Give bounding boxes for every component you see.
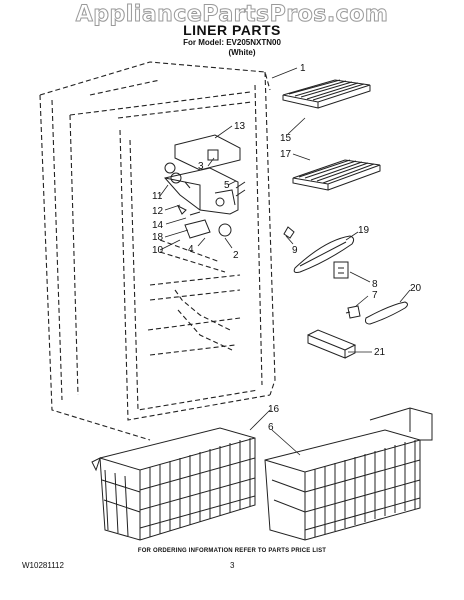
control-housing bbox=[164, 134, 295, 239]
light-cover-19 bbox=[293, 235, 355, 273]
trim-21 bbox=[307, 329, 357, 359]
basket-6 bbox=[264, 407, 433, 541]
callout-8: 8 bbox=[372, 279, 378, 290]
leader-lines bbox=[159, 67, 411, 456]
ordering-note: FOR ORDERING INFORMATION REFER TO PARTS … bbox=[137, 548, 327, 554]
callout-15: 15 bbox=[280, 133, 292, 144]
callout-21: 21 bbox=[374, 347, 386, 358]
callout-16: 16 bbox=[268, 404, 280, 415]
callout-1: 1 bbox=[300, 63, 306, 74]
callout-7: 7 bbox=[372, 290, 378, 301]
callout-11: 11 bbox=[152, 191, 163, 202]
callout-20: 20 bbox=[410, 283, 422, 294]
bulb-7 bbox=[345, 305, 361, 319]
model-number: For Model: EV205NXTN00 bbox=[183, 38, 281, 47]
callout-17: 17 bbox=[280, 149, 292, 160]
callout-4: 4 bbox=[188, 244, 194, 255]
callout-9: 9 bbox=[292, 245, 298, 256]
callout-10: 10 bbox=[152, 245, 164, 256]
callout-12: 12 bbox=[152, 206, 164, 217]
callout-19: 19 bbox=[358, 225, 370, 236]
light-socket-8 bbox=[333, 261, 349, 279]
callout-13: 13 bbox=[234, 121, 246, 132]
watermark-logo: AppliancePartsPros.com bbox=[75, 2, 389, 28]
page-number: 3 bbox=[230, 561, 235, 570]
basket-16 bbox=[91, 427, 256, 541]
model-color: (White) bbox=[228, 48, 256, 57]
page-title: LINER PARTS bbox=[183, 22, 281, 38]
callout-2: 2 bbox=[233, 250, 239, 261]
shelf-15 bbox=[282, 79, 371, 109]
light-lens-20 bbox=[365, 301, 408, 325]
callout-14: 14 bbox=[152, 220, 164, 231]
callout-3: 3 bbox=[198, 161, 204, 172]
shelf-17 bbox=[292, 159, 381, 191]
document-number: W10281112 bbox=[22, 561, 64, 570]
callout-5: 5 bbox=[224, 180, 230, 191]
callout-6: 6 bbox=[268, 422, 274, 433]
liner-outline bbox=[39, 61, 276, 441]
callout-18: 18 bbox=[152, 232, 164, 243]
